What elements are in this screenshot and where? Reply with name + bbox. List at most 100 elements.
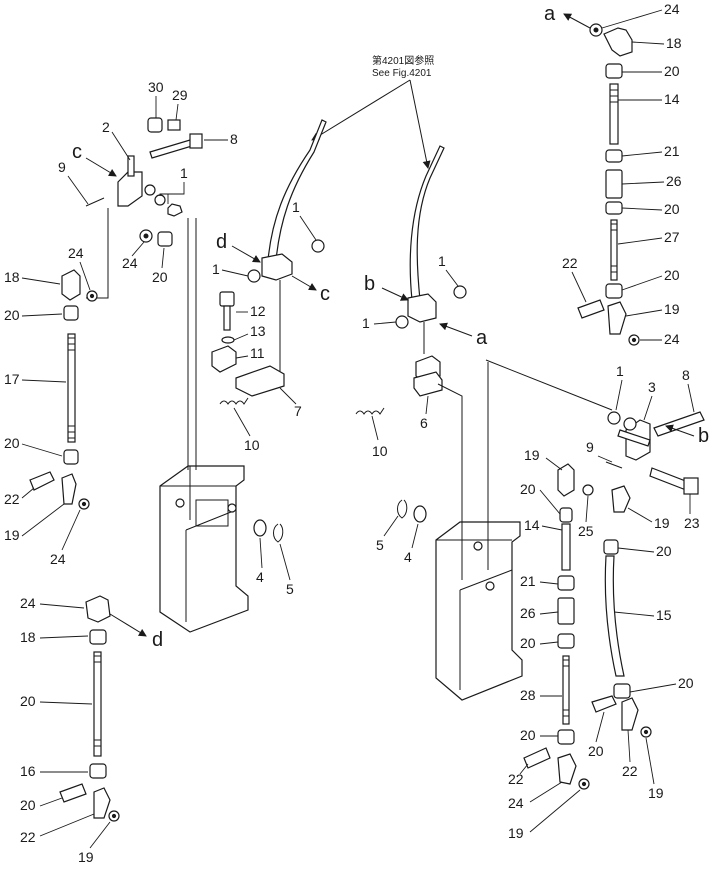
left-rod-end-19: [61, 473, 77, 505]
callout-25-right: 25: [578, 523, 594, 539]
mid-spring-10: [219, 397, 249, 405]
left-lever-assembly: [29, 117, 327, 633]
top-rod-14: [609, 83, 619, 145]
right-lever-rod: [409, 145, 445, 301]
callout-20-left-b: 20: [4, 307, 20, 323]
right-bushing-1: [607, 411, 621, 425]
callout-20-topright-1: 20: [664, 63, 680, 79]
top-coupler-26: [605, 169, 623, 199]
center-nut-21: [557, 575, 575, 591]
callout-6-right: 6: [420, 415, 428, 431]
left-bracket: [117, 171, 143, 207]
center-coupler-26: [557, 597, 575, 625]
right-snap-ring-5: [397, 499, 408, 519]
callout-20-topright-2: 20: [664, 201, 680, 217]
callout-14-right: 14: [524, 517, 540, 533]
callout-23-right: 23: [684, 515, 700, 531]
callout-20-left-a: 20: [152, 269, 168, 285]
left-nut-20a: [63, 305, 79, 321]
note-japanese: 第4201図参照: [372, 54, 434, 67]
ref-b-far: b: [698, 425, 709, 447]
right-washer-4: [413, 505, 427, 523]
callout-3-right: 3: [648, 379, 656, 395]
callout-20-left-c: 20: [4, 435, 20, 451]
callout-28-right: 28: [520, 687, 536, 703]
callout-24-left-b: 24: [122, 255, 138, 271]
callout-20-right-a: 20: [520, 481, 536, 497]
reference-letters: a a b b c c d d: [72, 3, 709, 651]
callout-7-mid: 7: [294, 403, 302, 419]
callout-21-right: 21: [520, 573, 536, 589]
callout-1-right-a: 1: [438, 253, 446, 269]
note-arrow-left: [311, 79, 411, 141]
right-spring-10: [355, 407, 385, 415]
callout-1-left-a: 1: [180, 165, 188, 181]
right-lever-clamp: [407, 293, 437, 323]
left-lever-rod: [267, 119, 327, 261]
left-bolt-29: [167, 119, 181, 131]
callout-13-mid: 13: [250, 323, 266, 339]
mid-washer-13: [221, 336, 235, 344]
callout-18-left: 18: [4, 269, 20, 285]
bottom-left-rod-stack: [59, 595, 120, 822]
ref-d-bottom: d: [152, 629, 163, 651]
left-lever-clamp: [261, 253, 293, 281]
center-rod-14: [561, 523, 571, 571]
callout-19-right-b: 19: [654, 515, 670, 531]
callout-20-bottomleft-a: 18: [20, 629, 36, 645]
ref-a-top: a: [544, 3, 556, 25]
ref-c-mid: c: [320, 283, 330, 305]
callout-10-mid: 10: [244, 437, 260, 453]
callout-18-bottomleft: 24: [20, 595, 36, 611]
callout-29-left: 29: [172, 87, 188, 103]
left-pin-9: [85, 197, 105, 207]
callout-21-topright: 21: [664, 143, 680, 159]
callout-8-left: 8: [230, 131, 238, 147]
callout-27-topright: 27: [664, 229, 680, 245]
right-link-6: [413, 371, 443, 397]
note-english: See Fig.4201: [372, 68, 432, 79]
callout-20-right-d: 20: [520, 727, 536, 743]
callout-20-topright-3: 20: [664, 267, 680, 283]
ref-d-mid: d: [216, 231, 227, 253]
callout-30-left: 30: [148, 79, 164, 95]
left-rod-17: [67, 333, 76, 443]
left-ball-joint-18: [61, 269, 81, 301]
callout-19-left: 19: [4, 527, 20, 543]
callout-22-topright: 22: [562, 255, 578, 271]
callout-16-bottomleft: 20: [20, 693, 36, 709]
left-bushing-1: [144, 184, 156, 196]
note-arrow-right: [409, 79, 431, 169]
callout-4-mid: 4: [256, 569, 264, 585]
callout-1-right-b: 1: [362, 315, 370, 331]
callout-24-topright: 24: [664, 1, 680, 17]
callout-19-bottomleft: 22: [20, 829, 36, 845]
right-cable-15: [604, 555, 625, 677]
callout-24-bottomleft: 19: [78, 849, 94, 865]
bottom-rod-16: [93, 651, 102, 757]
callout-26-right: 26: [520, 605, 536, 621]
callout-22-right-a: 22: [508, 771, 524, 787]
callout-22-right-b: 20: [588, 743, 604, 759]
callout-18-topright: 18: [666, 35, 682, 51]
callout-15-right: 15: [656, 607, 672, 623]
top-right-rod-stack: [577, 23, 640, 346]
left-bolt-22: [29, 471, 55, 491]
callout-24-right-b: 19: [508, 825, 524, 841]
callout-26-topright: 26: [666, 173, 682, 189]
callout-8-right: 8: [682, 367, 690, 383]
callout-24-topright-2: 24: [664, 331, 680, 347]
left-nut-30: [147, 117, 163, 133]
left-nut-20b: [63, 449, 79, 465]
callout-1-mid-b: 1: [212, 261, 220, 277]
callout-20-right-c: 20: [520, 635, 536, 651]
right-pin-9: [605, 461, 623, 469]
callout-19-topright: 19: [664, 301, 680, 317]
callout-19-right-a: 19: [524, 447, 540, 463]
center-rod-28: [562, 655, 570, 725]
callout-10-right: 10: [372, 443, 388, 459]
callout-17-left: 17: [4, 371, 20, 387]
callout-19-right-c: 22: [622, 763, 638, 779]
mid-block-11: [211, 345, 237, 373]
